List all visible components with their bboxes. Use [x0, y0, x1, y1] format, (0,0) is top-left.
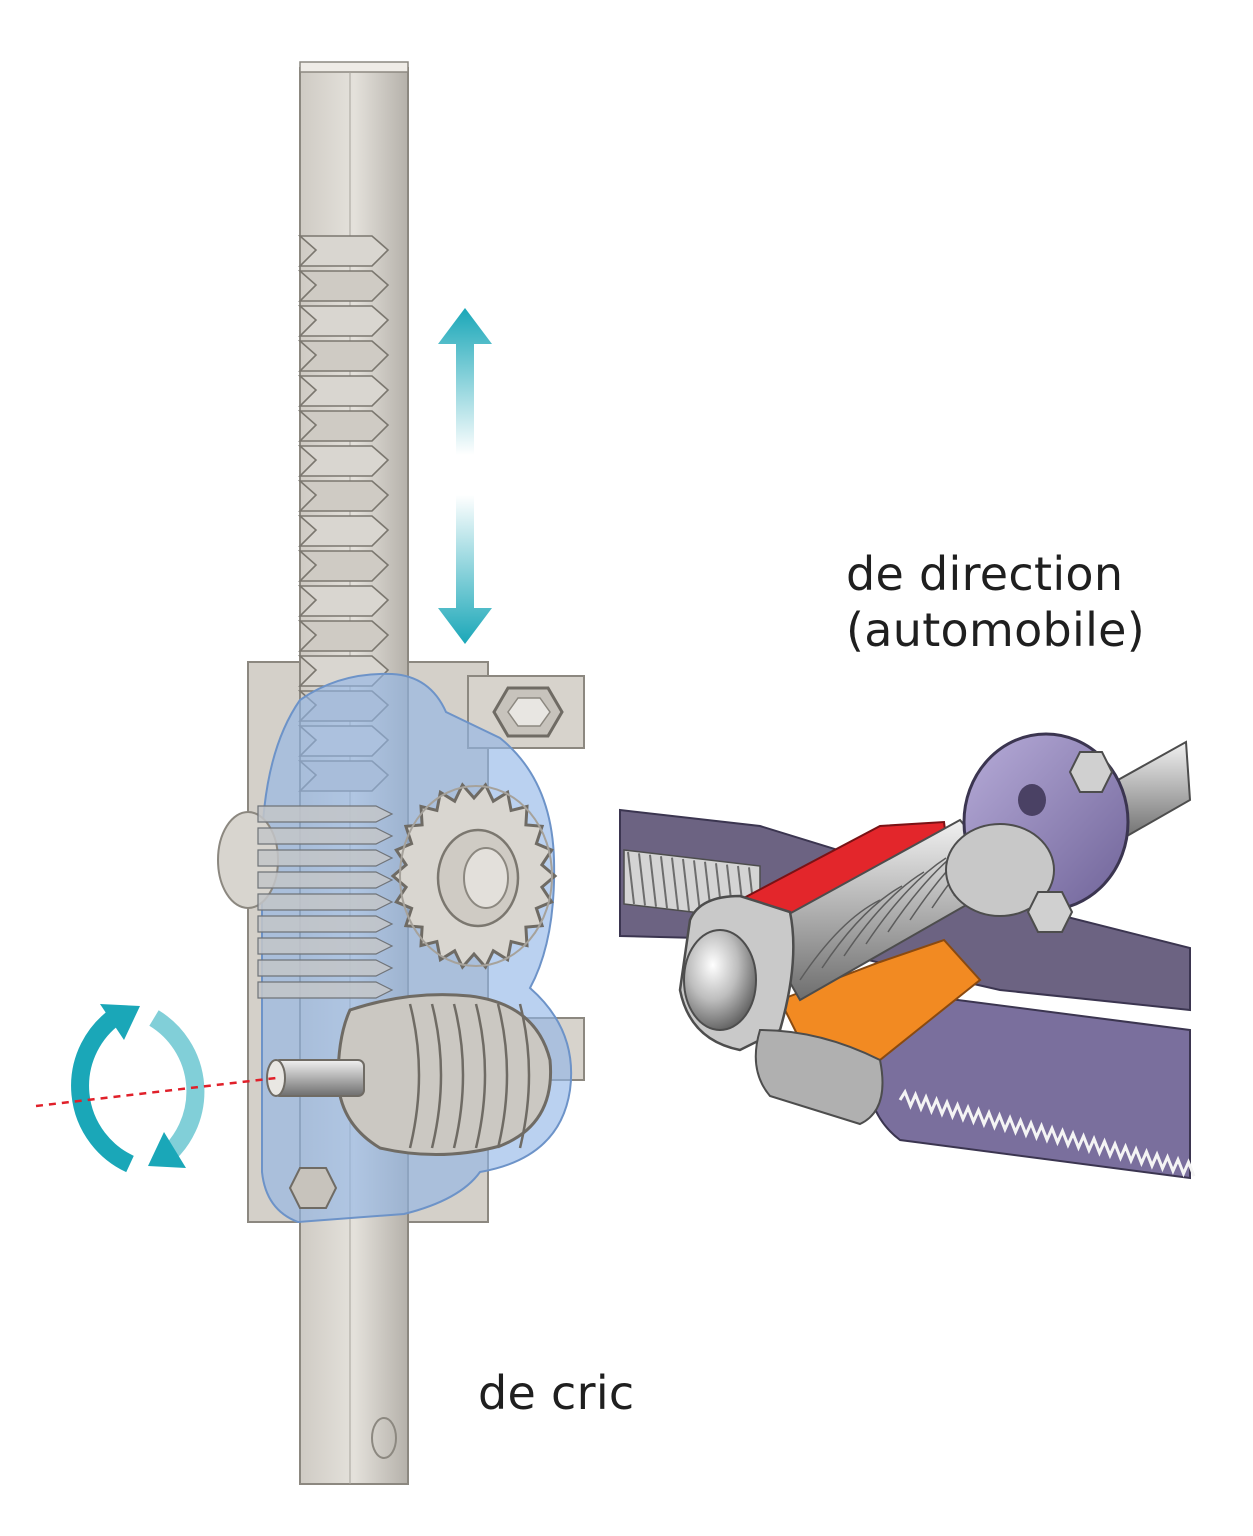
- jack-worm-gear: [266, 993, 553, 1156]
- jack-inner-teeth: [257, 805, 394, 999]
- jack-pinion-gear: [390, 782, 558, 970]
- rotation-axis-line: [35, 1076, 277, 1108]
- steering-label: de direction (automobile): [846, 546, 1145, 658]
- steering-lower-teeth: [898, 1088, 1196, 1178]
- jack-rack-and-pinion: [217, 61, 585, 1485]
- circular-rotation-arrows-icon: [71, 1004, 205, 1173]
- steering-label-line1: de direction: [846, 547, 1124, 601]
- steering-ball-joint: [678, 894, 884, 1126]
- jack-label: de cric: [478, 1366, 635, 1420]
- steering-flange: [945, 732, 1130, 933]
- steering-rack-and-pinion: [619, 732, 1196, 1180]
- double-vertical-arrow-icon: [438, 308, 492, 644]
- jack-lower-bolt: [288, 1167, 338, 1209]
- steering-label-line2: (automobile): [846, 603, 1146, 657]
